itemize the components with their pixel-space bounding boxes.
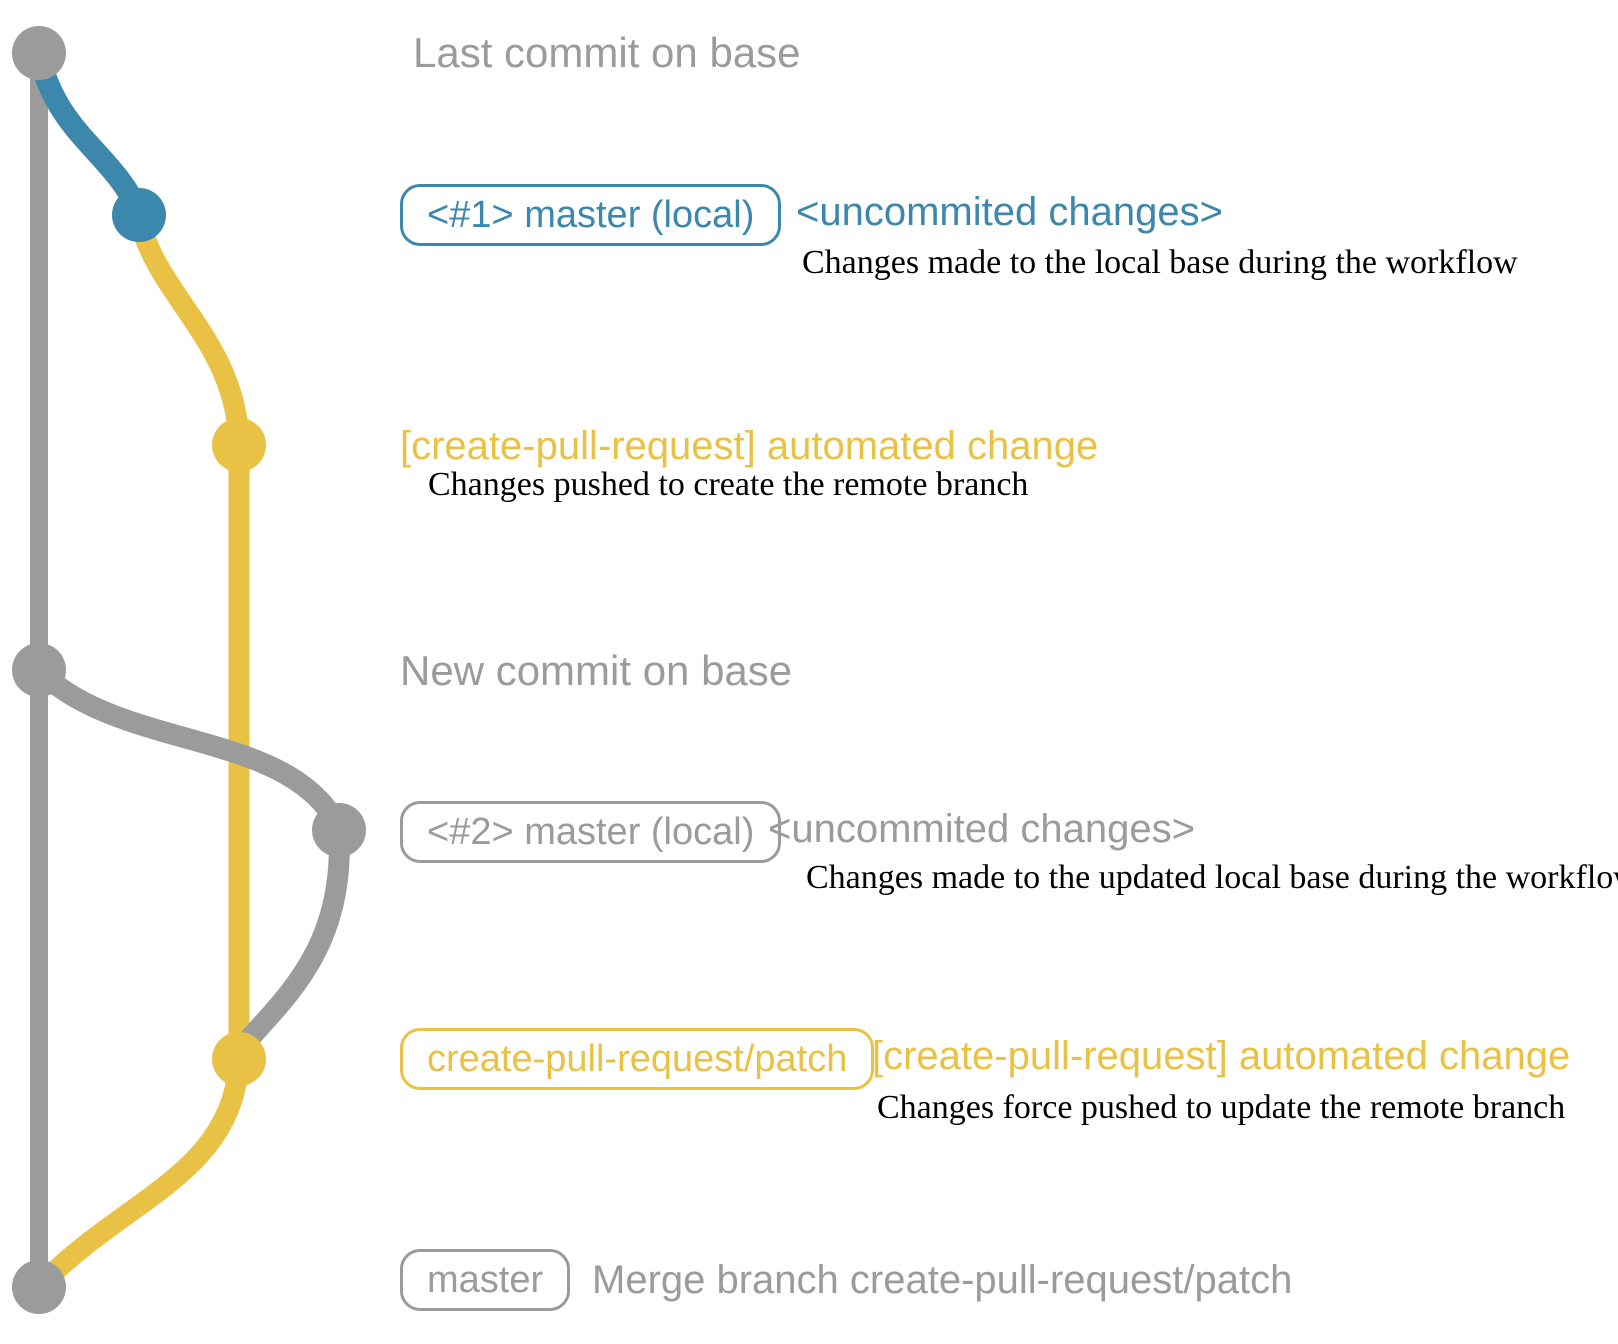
label-new-commit-on-base: New commit on base	[400, 647, 793, 694]
branch-line-remote-fork	[128, 206, 250, 454]
commit-node-remote-1	[212, 418, 266, 472]
caption-local-changes-1: Changes made to the local base during th…	[802, 244, 1518, 281]
commit-node-new-base	[12, 643, 66, 697]
commit-message-uncommited-2: <uncommited changes>	[768, 807, 1195, 851]
caption-remote-push-2: Changes force pushed to update the remot…	[877, 1089, 1566, 1126]
commit-node-local-1	[112, 188, 166, 242]
commit-message-automated-2: [create-pull-request] automated change	[872, 1034, 1571, 1078]
commit-node-last-base	[12, 26, 66, 80]
branch-line-local-2-merge	[232, 821, 350, 1057]
commit-node-merge	[12, 1260, 66, 1314]
caption-local-changes-2: Changes made to the updated local base d…	[806, 859, 1618, 896]
commit-node-remote-2	[212, 1032, 266, 1086]
branch-badge-master-local-2: <#2> master (local)	[400, 801, 782, 863]
branch-badge-create-pull-request-patch: create-pull-request/patch	[400, 1028, 875, 1090]
branch-badge-master: master	[400, 1249, 571, 1311]
label-last-commit-on-base: Last commit on base	[413, 29, 801, 76]
branch-line-local-2	[28, 659, 350, 839]
branch-line-remote-merge	[31, 1050, 250, 1295]
commit-message-uncommited-1: <uncommited changes>	[796, 190, 1223, 234]
branch-line-local-1	[28, 44, 149, 221]
caption-remote-push-1: Changes pushed to create the remote bran…	[428, 466, 1029, 503]
commit-node-local-2	[312, 803, 366, 857]
branch-badge-master-local-1: <#1> master (local)	[400, 184, 782, 246]
commit-message-merge: Merge branch create-pull-request/patch	[592, 1258, 1293, 1302]
commit-message-automated-1: [create-pull-request] automated change	[400, 424, 1099, 468]
